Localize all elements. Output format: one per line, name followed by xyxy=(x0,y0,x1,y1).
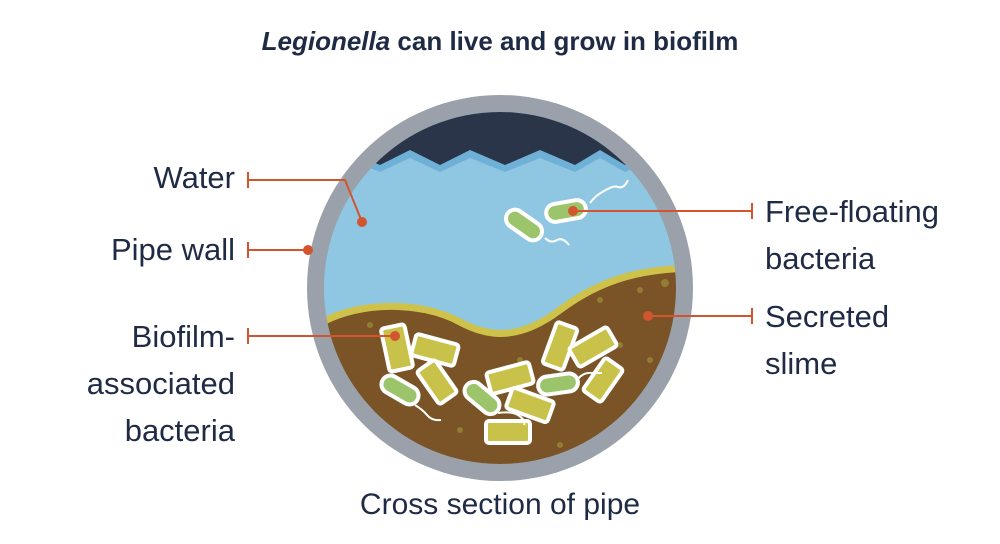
leader-lines xyxy=(247,172,753,344)
leader-dots xyxy=(303,206,653,341)
label-line: bacteria xyxy=(765,241,876,276)
title-italic: Legionella xyxy=(261,26,391,56)
label-line: Free-floating xyxy=(765,194,940,229)
biofilm-rod-bacteria xyxy=(379,320,625,445)
leader-water xyxy=(248,179,363,223)
biofilm-curved-bacteria xyxy=(379,371,580,417)
label-line: Biofilm- xyxy=(131,319,235,354)
label-free-floating-bacteria: Free-floating bacteria xyxy=(765,188,939,282)
label-line: slime xyxy=(765,346,838,381)
label-biofilm-bacteria: Biofilm- associated bacteria xyxy=(87,313,235,454)
flagella xyxy=(414,371,602,426)
label-secreted-slime: Secreted slime xyxy=(765,293,889,387)
label-line: Secreted xyxy=(765,299,890,334)
label-pipe-wall: Pipe wall xyxy=(110,232,235,267)
title-rest: can live and grow in biofilm xyxy=(390,26,739,56)
caption: Cross section of pipe xyxy=(359,488,641,521)
label-water: Water xyxy=(153,160,235,195)
free-floating-bacteria xyxy=(503,179,629,246)
label-line: associated xyxy=(86,366,235,401)
label-line: bacteria xyxy=(124,413,235,448)
diagram-title: Legionella can live and grow in biofilm xyxy=(0,26,1000,57)
air-space xyxy=(324,112,676,165)
